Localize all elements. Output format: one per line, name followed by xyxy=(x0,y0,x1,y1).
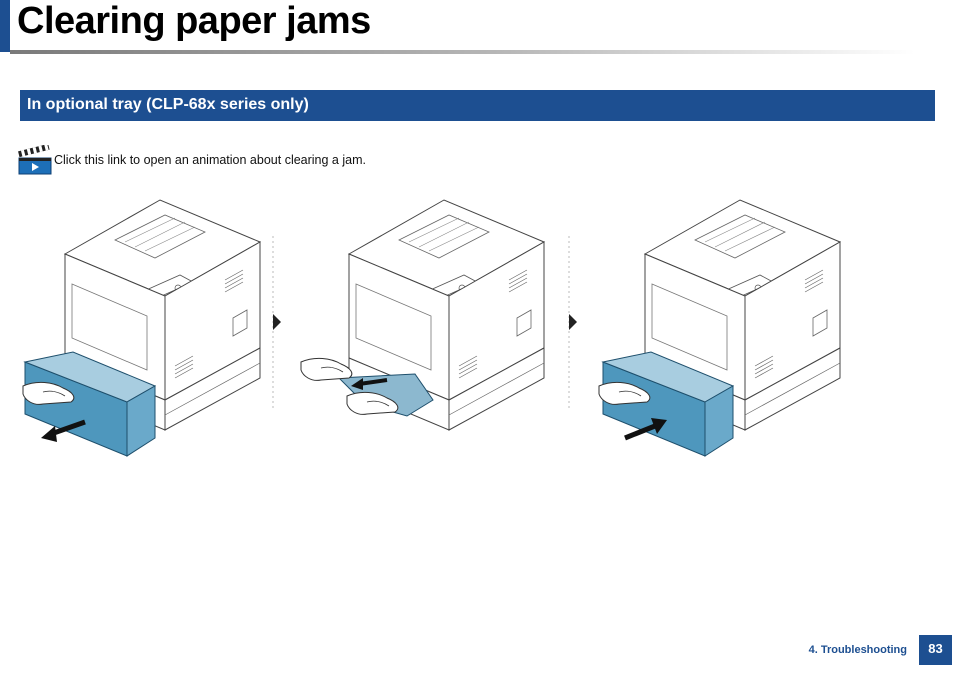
clapperboard-play-icon[interactable] xyxy=(18,145,52,175)
animation-link-text[interactable]: Click this link to open an animation abo… xyxy=(54,153,366,167)
page-title: Clearing paper jams xyxy=(17,0,371,42)
step-1-pull-tray xyxy=(22,199,261,457)
section-heading: In optional tray (CLP-68x series only) xyxy=(20,90,935,121)
footer-chapter: 4. Troubleshooting xyxy=(808,644,907,656)
step-3-insert-tray xyxy=(598,199,841,457)
title-accent-bar xyxy=(0,0,10,52)
step-2-remove-paper xyxy=(300,199,545,431)
animation-link[interactable]: Click this link to open an animation abo… xyxy=(18,145,366,175)
title-divider xyxy=(10,50,915,54)
tray-jam-illustrations xyxy=(22,199,841,457)
page-number: 83 xyxy=(919,635,952,665)
